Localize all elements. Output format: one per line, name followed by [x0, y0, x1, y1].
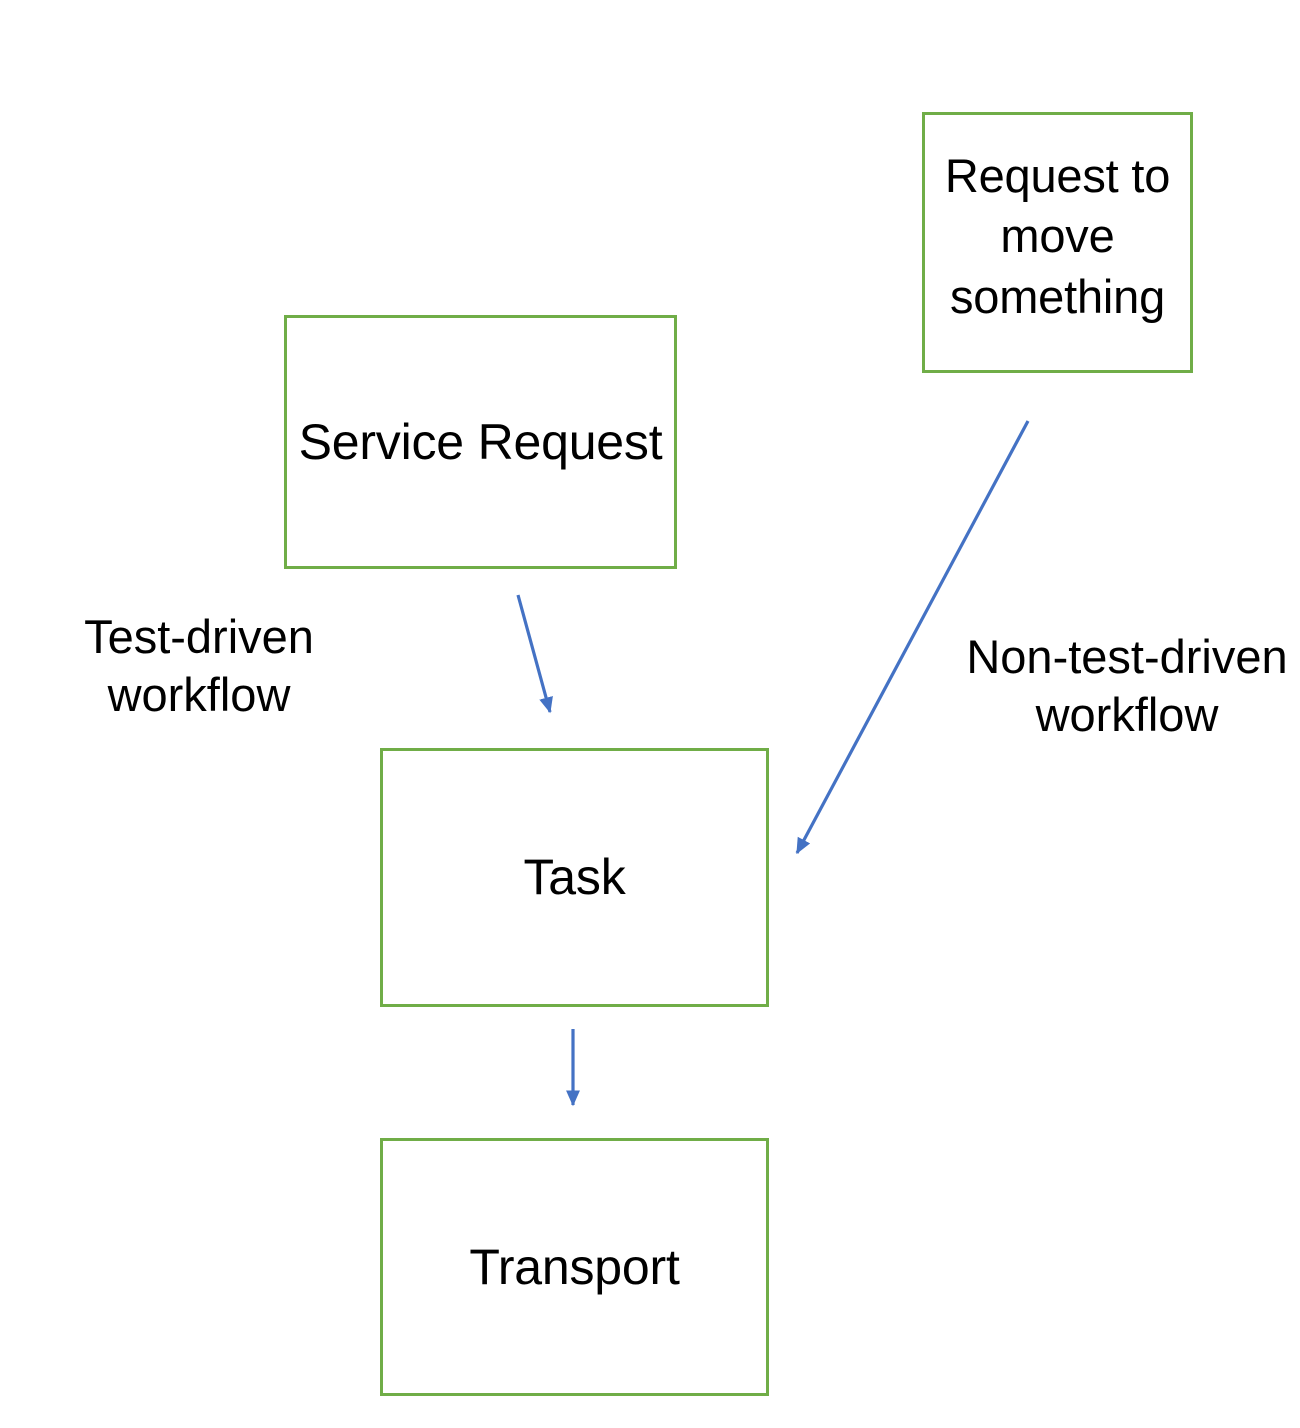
node-transport-label: Transport [469, 1238, 680, 1295]
annotation-test-driven-workflow: Test-driven workflow [84, 610, 314, 721]
edge-service-request-to-task [516, 594, 553, 714]
node-request-to-move-something[interactable]: Request to move something [922, 112, 1193, 373]
node-task[interactable]: Task [380, 748, 769, 1007]
node-service-request-label: Service Request [298, 413, 663, 470]
node-task-label: Task [523, 849, 626, 905]
node-transport[interactable]: Transport [380, 1138, 769, 1396]
node-request-to-move-something-label: Request to move something [944, 148, 1171, 323]
node-service-request[interactable]: Service Request [284, 315, 677, 569]
annotation-non-test-driven-workflow: Non-test-driven workflow [966, 630, 1288, 741]
